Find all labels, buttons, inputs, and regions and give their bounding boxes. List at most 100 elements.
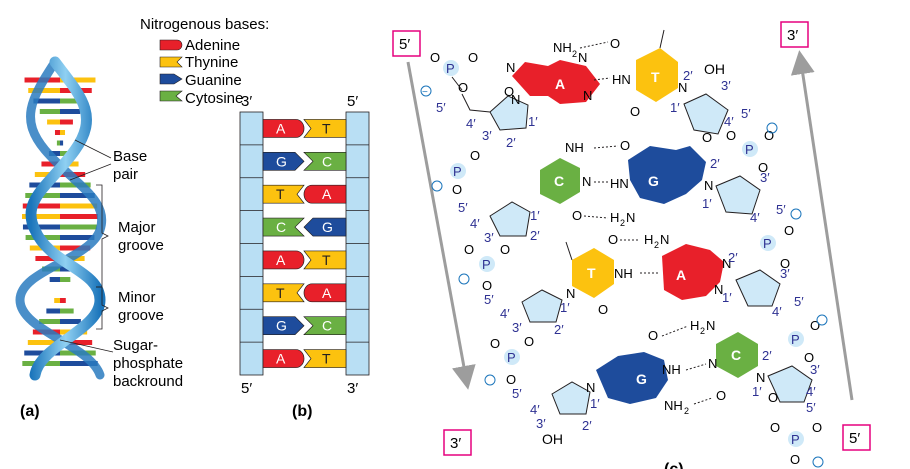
base-left-letter: G xyxy=(276,153,287,169)
base-left-shape xyxy=(262,349,305,368)
base-adenine xyxy=(662,244,724,300)
ladder-top-left-end: 3′ xyxy=(241,93,252,110)
atom-n: N xyxy=(678,80,687,95)
label-major: Major xyxy=(118,219,156,236)
atom-n: N xyxy=(506,60,515,75)
base-left-letter: A xyxy=(276,351,286,367)
prime-4: 4′ xyxy=(466,116,476,131)
helix-strand-front xyxy=(25,56,106,381)
sugar-ring xyxy=(489,95,529,131)
helix-rung xyxy=(60,214,98,219)
hbond xyxy=(583,215,609,219)
sugar-ring xyxy=(521,289,563,323)
base-left-letter: A xyxy=(276,120,286,136)
prime-4: 4′ xyxy=(500,306,510,321)
row-4: P O O O 5′ 4′ 3′ OH 2′ 1′ G O NH NH 2 N … xyxy=(484,318,824,468)
prime-3: 3′ xyxy=(760,170,770,185)
label-minor-groove: groove xyxy=(118,307,164,324)
prime-3: 3′ xyxy=(536,416,546,431)
atom-n: N xyxy=(578,50,587,65)
atom-h2n: H xyxy=(690,318,699,333)
base-right-shape xyxy=(303,250,347,270)
phosphate-circle xyxy=(450,163,466,179)
atom-h2n: H xyxy=(610,210,619,225)
base-thymine xyxy=(636,48,678,102)
prime-2: 2′ xyxy=(506,135,516,150)
panel-c: 5′ 3′ 3′ 5′ P O O O − 5′ O xyxy=(392,21,871,469)
prime-3: 3′ xyxy=(780,266,790,281)
row-3: P O O O 5′ 4′ 3′ 2′ 1′ T O NH O N A H 2 … xyxy=(458,232,828,365)
helix-rung xyxy=(60,277,71,282)
hbond xyxy=(685,363,707,371)
prime-2: 2′ xyxy=(554,322,564,337)
box-top-left-label: 5′ xyxy=(399,36,410,53)
helix-rung xyxy=(35,256,60,261)
hbond xyxy=(593,77,611,81)
base-letter-a: A xyxy=(676,267,686,283)
phosphate-circle xyxy=(788,331,804,347)
base-pair-pointer-1 xyxy=(74,139,112,159)
prime-4: 4′ xyxy=(724,114,734,129)
helix-rung xyxy=(60,140,64,146)
methyl xyxy=(565,241,573,261)
prime-1: 1′ xyxy=(702,196,712,211)
helix-rung xyxy=(49,277,60,282)
atom-n: N xyxy=(714,282,723,297)
helix-rung xyxy=(60,77,96,83)
base-adenine xyxy=(512,60,600,104)
base-right-letter: T xyxy=(322,351,331,367)
label-phosphate: phosphate xyxy=(113,355,183,372)
base-pair-pointer-2 xyxy=(69,163,112,181)
helix-rung xyxy=(60,308,74,314)
base-guanine xyxy=(596,352,668,404)
atom-nh2: NH xyxy=(664,398,683,413)
atom-n: N xyxy=(704,178,713,193)
base-letter-c: C xyxy=(554,173,564,189)
legend-cytosine-label: Cytosine xyxy=(185,90,243,107)
base-right-letter: C xyxy=(322,318,332,334)
prime-3: 3′ xyxy=(810,362,820,377)
phosphate-p: P xyxy=(791,332,800,347)
atom-h2n: H xyxy=(644,232,653,247)
row-1: P O O O − 5′ O 4′ 3′ 2′ 1′ A N N N N NH … xyxy=(420,29,778,175)
hbond xyxy=(579,41,609,49)
base-cytosine xyxy=(716,332,758,378)
atom-o: O xyxy=(630,104,640,119)
atom-sub2: 2 xyxy=(684,406,689,416)
prime-2: 2′ xyxy=(762,348,772,363)
ring-o: O xyxy=(504,84,514,99)
base-right-shape xyxy=(303,217,347,237)
phosphate-o: O xyxy=(810,318,820,333)
box-bottom-left: 3′ xyxy=(443,429,472,456)
helix-rung xyxy=(47,119,60,125)
atom-nh: NH xyxy=(614,266,633,281)
phosphate-o: O xyxy=(726,128,736,143)
base-guanine xyxy=(628,146,706,204)
base-letter-g: G xyxy=(648,173,659,189)
atom-n: N xyxy=(756,370,765,385)
atom-o: O xyxy=(610,36,620,51)
caption-a: (a) xyxy=(20,403,40,420)
base-left-shape xyxy=(262,283,305,303)
ladder-segment-lines xyxy=(240,144,369,343)
prime-3: 3′ xyxy=(482,128,492,143)
base-left-shape xyxy=(262,151,305,171)
phosphate-o: O xyxy=(758,160,768,175)
phosphate-p: P xyxy=(791,432,800,447)
charge-minus xyxy=(458,273,470,285)
base-right-shape xyxy=(303,184,347,204)
phosphate-o: O xyxy=(468,50,478,65)
atom-oh: OH xyxy=(704,61,725,77)
prime-5: 5′ xyxy=(484,292,494,307)
atom-o: O xyxy=(572,208,582,223)
ring-o: O xyxy=(768,390,778,405)
base-left-shape xyxy=(262,250,305,270)
helix-rung xyxy=(28,88,60,93)
atom-n: N xyxy=(626,210,635,225)
prime-1: 1′ xyxy=(590,396,600,411)
prime-2: 2′ xyxy=(582,418,592,433)
legend-adenine: Adenine xyxy=(159,37,240,54)
